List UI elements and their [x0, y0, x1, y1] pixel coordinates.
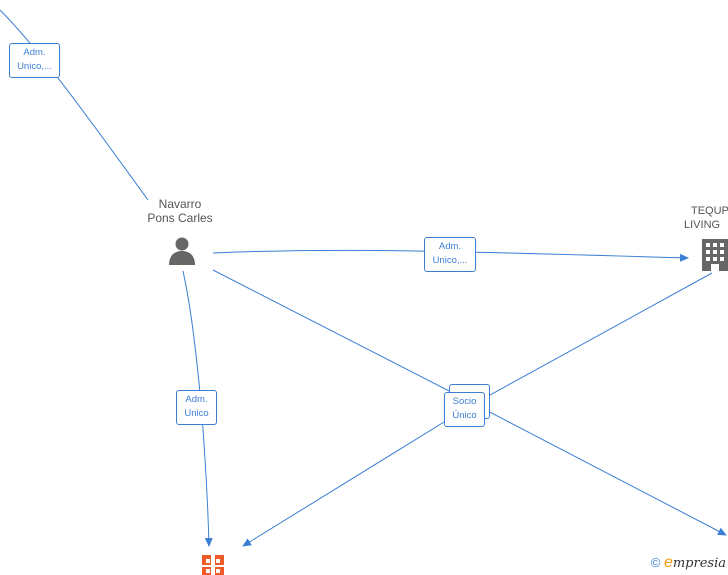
right-company-name-line1: TEQUP: [691, 205, 728, 217]
edge-label-line1: Adm.: [438, 241, 462, 252]
person-icon[interactable]: [169, 237, 195, 266]
edge-label-line2: Unico,...: [17, 61, 52, 72]
edge-label-top-left[interactable]: Adm. Unico,...: [9, 43, 60, 78]
right-company-name-label[interactable]: TEQUP LIVING: [684, 204, 728, 232]
edge-label-line2: Unico,...: [432, 255, 468, 266]
edge-label-line2: Unico: [184, 408, 209, 419]
edge-label-socio-front[interactable]: Socio Único: [444, 392, 485, 427]
edge-label-person-to-right[interactable]: Adm. Unico,...: [424, 237, 476, 272]
brand-name: mpresia: [672, 556, 726, 571]
building-icon[interactable]: [702, 239, 728, 271]
person-name-label[interactable]: Navarro Pons Carles: [140, 197, 220, 225]
edge-label-line1: Adm.: [185, 394, 208, 405]
edge-top-left-to-person: [0, 9, 149, 201]
edge-label-person-to-bottom[interactable]: Adm. Unico: [176, 390, 217, 425]
copyright-symbol: ©: [650, 555, 661, 570]
right-company-name-line2: LIVING: [684, 219, 721, 231]
brand-e-logo: e: [663, 554, 673, 571]
edge-label-line2: Único: [452, 410, 477, 421]
person-name-line1: Navarro: [158, 197, 202, 211]
edge-person-to-right-company: [212, 249, 689, 262]
edge-label-line1: Adm.: [23, 47, 46, 58]
building-icon-highlighted[interactable]: [202, 555, 224, 575]
person-name-line2: Pons Carles: [147, 211, 213, 225]
edge-label-line1: Socio: [452, 396, 477, 407]
empresia-watermark: © empresia: [651, 554, 726, 572]
